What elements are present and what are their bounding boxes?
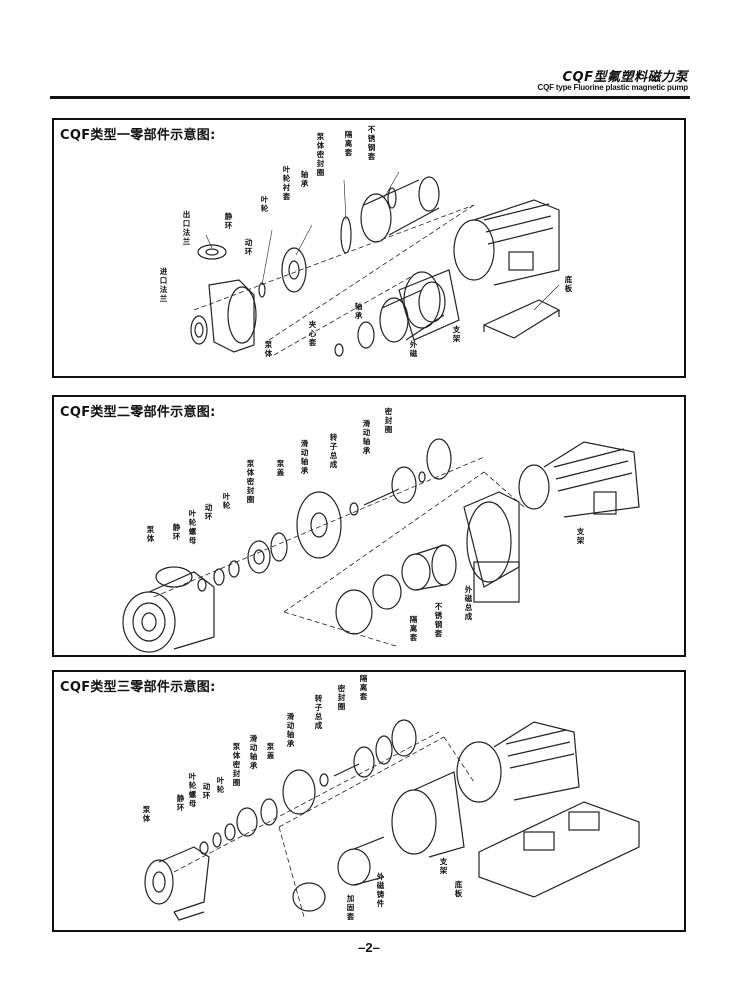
label-bearing: 轴承	[300, 170, 309, 188]
label-sliding-bearing: 滑动轴承	[300, 439, 309, 475]
label-pump-body: 泵体	[142, 805, 151, 823]
label-bracket: 支架	[439, 857, 448, 875]
label-impeller: 叶轮	[216, 776, 225, 794]
label-stainless-sleeve: 不锈钢套	[434, 602, 443, 638]
header-title-en: CQF type Fluorine plastic magnetic pump	[537, 83, 689, 92]
panel-title: CQF类型三零部件示意图:	[60, 680, 216, 695]
label-moving-ring: 动环	[202, 782, 211, 800]
label-sliding-bearing-2: 滑动轴承	[286, 712, 295, 748]
label-impeller: 叶轮	[260, 195, 269, 213]
panel-title: CQF类型一零部件示意图:	[60, 128, 216, 143]
label-impeller-nut: 叶轮螺母	[188, 509, 197, 545]
label-base-plate: 底板	[454, 880, 463, 898]
page-number: –2–	[358, 940, 380, 955]
label-clamp-sleeve: 夹心套	[308, 320, 317, 347]
header-rule	[50, 96, 690, 99]
label-isolation-sleeve: 隔离套	[359, 674, 368, 701]
label-rotor-assembly: 转子总成	[329, 433, 338, 469]
label-bracket: 支架	[452, 325, 461, 343]
label-isolation-sleeve: 隔离套	[344, 130, 353, 157]
label-pump-cover: 泵盖	[266, 742, 275, 760]
label-pump-body: 泵体	[146, 525, 155, 543]
label-moving-ring: 动环	[204, 503, 213, 521]
label-outer-magnet-casting: 外磁铸件	[376, 872, 385, 908]
label-bearing-lower: 轴承	[354, 302, 363, 320]
label-rotor-assembly: 转子总成	[314, 694, 323, 730]
label-moving-ring: 动环	[244, 238, 253, 256]
label-reinforced-sleeve: 加固套	[346, 894, 355, 921]
label-static-ring: 静环	[176, 794, 185, 812]
label-inlet-flange: 进口法兰	[159, 267, 168, 303]
label-sliding-bearing-2: 滑动轴承	[362, 419, 371, 455]
label-pump-cover: 泵盖	[276, 459, 285, 477]
label-pump-body: 泵体	[264, 340, 273, 358]
label-outer-magnet-assembly: 外磁总成	[464, 585, 473, 621]
label-body-seal: 泵体密封圈	[232, 742, 241, 787]
label-sliding-bearing: 滑动轴承	[249, 734, 258, 770]
page-header: CQF型氟塑料磁力泵 CQF type Fluorine plastic mag…	[50, 60, 690, 100]
label-body-seal: 泵体密封圈	[316, 132, 325, 177]
label-body-seal: 泵体密封圈	[246, 459, 255, 504]
exploded-view-type-3	[144, 719, 640, 921]
label-stainless-sleeve: 不锈钢套	[367, 125, 376, 161]
label-seal-ring: 密封圈	[337, 684, 346, 711]
label-static-ring: 静环	[172, 523, 181, 541]
exploded-view-type-1	[190, 171, 561, 357]
panel-type-3: CQF类型三零部件示意图:	[52, 670, 686, 932]
panel-type-1: CQF类型一零部件示意图:	[52, 118, 686, 378]
label-base-plate: 底板	[564, 275, 573, 293]
label-impeller-nut: 叶轮螺母	[188, 772, 197, 808]
label-impeller-bushing: 叶轮衬套	[282, 165, 291, 201]
label-bracket: 支架	[576, 527, 585, 545]
label-outlet-flange: 出口法兰	[182, 210, 191, 246]
label-isolation-sleeve: 隔离套	[409, 615, 418, 642]
panel-title: CQF类型二零部件示意图:	[60, 405, 216, 420]
panel-type-2: CQF类型二零部件示意图:	[52, 395, 686, 657]
exploded-view-type-2	[122, 438, 640, 653]
label-outer-magnet: 外磁	[409, 340, 418, 358]
label-seal-ring: 密封圈	[384, 407, 393, 434]
label-impeller: 叶轮	[222, 492, 231, 510]
label-static-ring: 静环	[224, 212, 233, 230]
header-title-cn: CQF型氟塑料磁力泵	[562, 70, 688, 85]
